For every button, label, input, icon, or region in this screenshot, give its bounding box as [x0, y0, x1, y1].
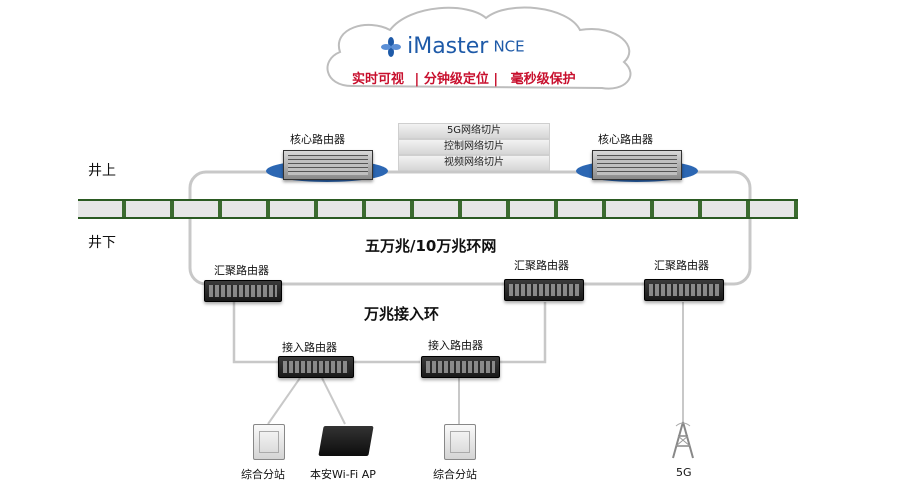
5g-tower-icon [672, 421, 694, 459]
ground-layer-strip [78, 199, 798, 219]
agg-router-1-icon [204, 280, 282, 302]
feature-realtime: 实时可视 [352, 72, 405, 87]
imaster-nce-logo: iMaster NCE [380, 34, 525, 59]
cloud-features: 实时可视 | 分钟级定位 | 毫秒级保护 [352, 68, 612, 87]
endpoint-wifi-ap-label: 本安Wi-Fi AP [310, 468, 376, 481]
feature-locate: | 分钟级定位 | [414, 72, 499, 87]
wifi-ap-icon [318, 426, 374, 456]
link-access1-wifi-ap [321, 377, 346, 425]
agg-router-3-label: 汇聚路由器 [654, 259, 709, 272]
access-router-1-icon [278, 356, 354, 378]
core-router-2-icon [592, 150, 682, 180]
feature-protect: 毫秒级保护 [510, 72, 576, 87]
logo-main-text: iMaster [407, 34, 489, 59]
agg-router-2-icon [504, 279, 584, 301]
slice-control: 控制网络切片 [398, 139, 550, 155]
access-ring-label: 万兆接入环 [364, 305, 440, 323]
access-router-2-icon [421, 356, 500, 378]
zone-above-label: 井上 [88, 163, 116, 179]
cloud-shape [326, 6, 632, 90]
core-router-1-label: 核心路由器 [290, 133, 345, 146]
pinwheel-logo-icon [380, 36, 402, 58]
substation-cabinet-icon [444, 424, 476, 460]
logo-suffix-text: NCE [493, 37, 525, 56]
zone-below-label: 井下 [88, 235, 116, 251]
agg-router-2-label: 汇聚路由器 [514, 259, 569, 272]
slice-video: 视频网络切片 [398, 155, 550, 171]
endpoint-substation-1-label: 综合分站 [241, 468, 285, 481]
agg-router-3-icon [644, 279, 724, 301]
agg-router-1-label: 汇聚路由器 [214, 264, 269, 277]
core-router-1-icon [283, 150, 373, 180]
slice-5g: 5G网络切片 [398, 123, 550, 139]
endpoint-5g-label: 5G [676, 466, 692, 479]
access-router-1-label: 接入路由器 [282, 341, 337, 354]
access-ring [232, 302, 547, 364]
backbone-ring [188, 170, 752, 286]
endpoint-substation-2-label: 综合分站 [433, 468, 477, 481]
backbone-ring-label: 五万兆/10万兆环网 [365, 237, 497, 255]
core-router-2-label: 核心路由器 [598, 133, 653, 146]
access-router-2-label: 接入路由器 [428, 339, 483, 352]
substation-cabinet-icon [253, 424, 285, 460]
link-access1-substation [267, 377, 301, 425]
